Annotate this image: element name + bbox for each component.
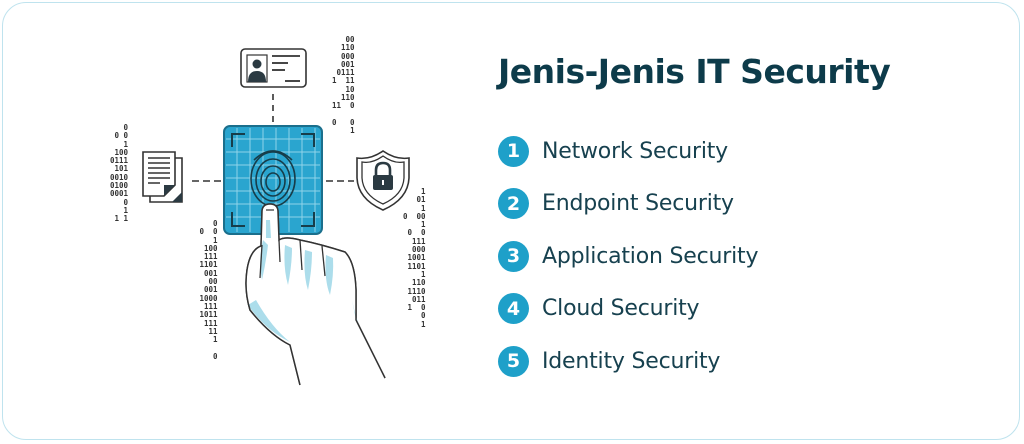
number-badge: 1 <box>498 135 529 167</box>
list-item-label: Network Security <box>542 138 728 164</box>
page-title: Jenis-Jenis IT Security <box>498 52 891 91</box>
shield-lock-icon <box>356 150 410 211</box>
binary-column-top-right: 00 110 000 001 0111 1 11 10 110 11 0 0 0… <box>332 35 355 136</box>
list-item: 1 Network Security <box>498 125 758 178</box>
document-icon <box>142 151 183 203</box>
list-item-label: Endpoint Security <box>542 191 734 217</box>
number-badge: 5 <box>498 345 529 377</box>
list-item-label: Cloud Security <box>542 296 700 322</box>
binary-column-left: 0 0 0 1 100 0111 101 0010 0100 0001 0 1 … <box>110 123 129 224</box>
binary-column-bottom-left: 0 0 0 1 100 111 1101 001 00 001 1000 111… <box>199 219 218 361</box>
list-item-label: Application Security <box>542 243 759 269</box>
list-item: 5 Identity Security <box>498 335 758 388</box>
illustration: 00 110 000 001 0111 1 11 10 110 11 0 0 0… <box>100 30 440 390</box>
list-item: 2 Endpoint Security <box>498 178 758 231</box>
list-item: 4 Cloud Security <box>498 283 758 336</box>
number-badge: 3 <box>498 240 529 272</box>
hand-icon <box>245 203 386 386</box>
number-badge: 4 <box>498 293 529 325</box>
binary-column-right: 1 01 1 0 00 1 0 0 111 000 1001 1101 1 11… <box>403 187 426 329</box>
number-badge: 2 <box>498 188 529 220</box>
security-types-list: 1 Network Security 2 Endpoint Security 3… <box>498 125 758 388</box>
list-item: 3 Application Security <box>498 230 758 283</box>
list-item-label: Identity Security <box>542 348 721 374</box>
id-card-icon <box>240 48 307 88</box>
security-illustration <box>142 48 410 386</box>
